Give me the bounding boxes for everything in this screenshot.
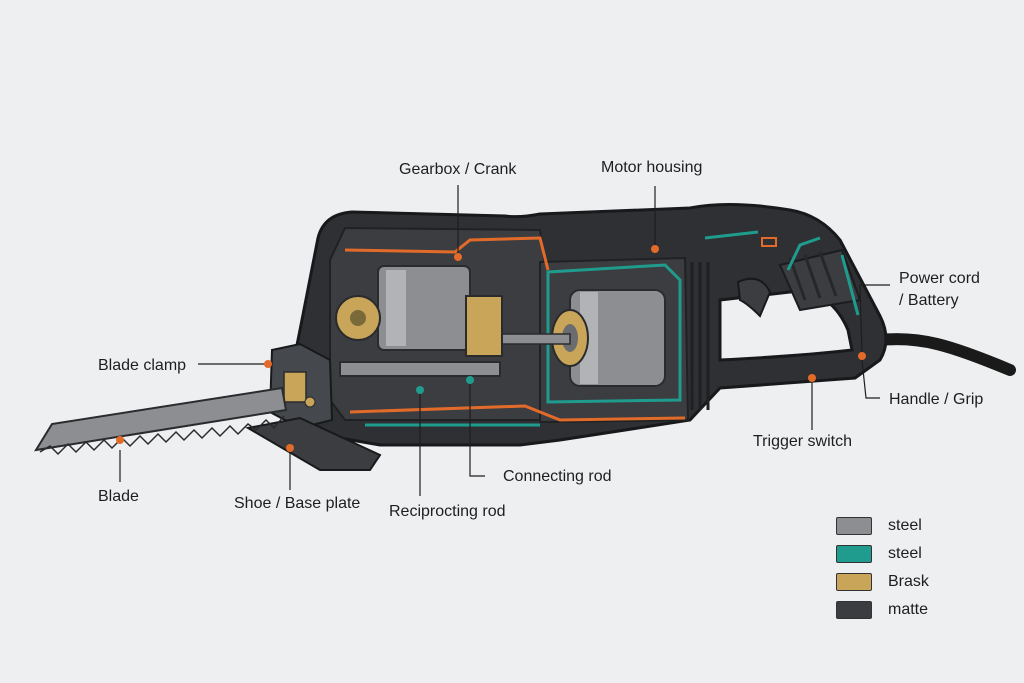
label-power-cord: Power cord bbox=[899, 270, 980, 287]
legend-item: Brask bbox=[836, 568, 976, 596]
label-shoe-base-plate: Shoe / Base plate bbox=[234, 495, 361, 512]
legend-label: steel bbox=[888, 545, 922, 562]
material-legend: steel steel Brask matte bbox=[836, 512, 976, 624]
blade-part bbox=[34, 386, 288, 452]
label-trigger-switch: Trigger switch bbox=[753, 433, 852, 450]
legend-item: matte bbox=[836, 596, 976, 624]
label-motor-housing: Motor housing bbox=[601, 159, 703, 176]
label-handle-grip: Handle / Grip bbox=[889, 391, 984, 408]
legend-swatch-steel bbox=[836, 517, 872, 535]
power-cord bbox=[874, 333, 1016, 376]
trigger bbox=[736, 277, 772, 318]
legend-item: steel bbox=[836, 512, 976, 540]
handle-teal-accent bbox=[786, 236, 821, 271]
label-blade-clamp: Blade clamp bbox=[98, 357, 187, 374]
label-connecting-rod: Connecting rod bbox=[503, 468, 612, 485]
teal-channel bbox=[546, 263, 682, 404]
legend-label: steel bbox=[888, 517, 922, 534]
shoe-plate bbox=[245, 416, 382, 471]
indicator-light bbox=[761, 237, 777, 247]
label-gearbox-crank: Gearbox / Crank bbox=[399, 161, 517, 178]
legend-label: Brask bbox=[888, 573, 929, 590]
legend-swatch-matte bbox=[836, 601, 872, 619]
reciprocating-rod-part bbox=[339, 361, 501, 377]
legend-label: matte bbox=[888, 601, 929, 618]
legend-item: steel bbox=[836, 540, 976, 568]
orange-channel bbox=[344, 236, 550, 271]
legend-swatch-teal-steel bbox=[836, 545, 872, 563]
label-blade: Blade bbox=[98, 488, 139, 505]
label-reciprocating-rod: Reciprocting rod bbox=[389, 503, 506, 520]
legend-swatch-brass bbox=[836, 573, 872, 591]
label-battery: / Battery bbox=[899, 292, 959, 309]
